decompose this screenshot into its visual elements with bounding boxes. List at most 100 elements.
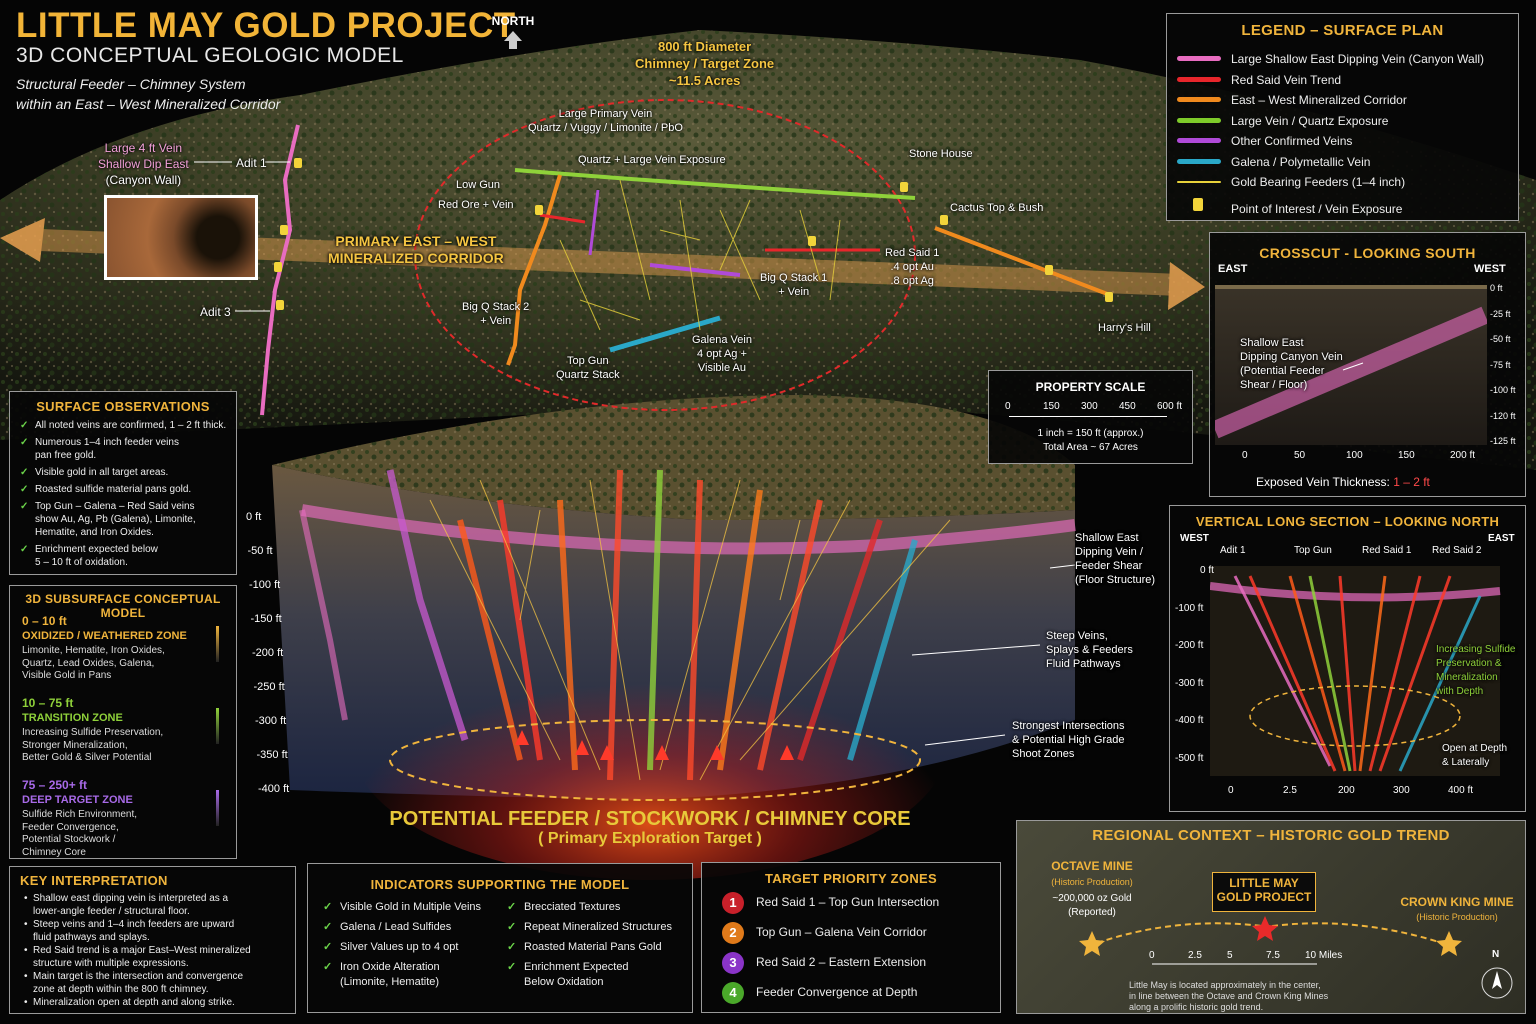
key-interp-line: lower-angle feeder / structural floor. <box>33 905 190 917</box>
shallow-vein-line: Dipping Vein / <box>1075 546 1143 558</box>
vein-4ft-line: Shallow Dip East <box>98 157 189 171</box>
regional-note-2: in line between the Octave and Crown Kin… <box>1129 991 1329 1001</box>
crown-king-label: CROWN KING MINE <box>1400 895 1514 909</box>
block-depth-tick: -250 ft <box>253 681 285 693</box>
poi-marker[interactable] <box>1105 292 1113 302</box>
galena-line: 4 opt Ag + <box>697 348 747 360</box>
poi-marker[interactable] <box>280 225 288 235</box>
check-icon: ✓ <box>507 921 517 933</box>
core-title: POTENTIAL FEEDER / STOCKWORK / CHIMNEY C… <box>389 808 911 830</box>
ls-top-label: Red Said 1 <box>1362 545 1412 556</box>
target-label: Top Gun – Galena Vein Corridor <box>756 925 927 940</box>
chimney-label-line: 800 ft Diameter <box>657 39 752 54</box>
poi-marker[interactable] <box>900 182 908 192</box>
little-may-star-icon <box>1252 916 1278 941</box>
zone-desc-line: Potential Stockwork / <box>22 834 116 845</box>
crosscut-figure <box>1215 285 1487 445</box>
legend-item-label: Red Said Vein Trend <box>1231 72 1342 87</box>
legend-item-label: Large Shallow East Dipping Vein (Canyon … <box>1231 52 1485 66</box>
long-section-panel: VERTICAL LONG SECTION – LOOKING NORTH WE… <box>1169 505 1526 812</box>
ls-top-label: Top Gun <box>1294 545 1332 556</box>
bullet-icon: • <box>24 893 28 904</box>
indicator-line: Repeat Mineralized Structures <box>524 921 672 933</box>
legend-swatch <box>1177 97 1221 102</box>
high-grade-ellipse <box>389 719 921 801</box>
regional-north: N <box>1492 949 1500 960</box>
zone-desc-line: Limonite, Hematite, Iron Oxides, <box>22 645 165 656</box>
check-icon: ✓ <box>20 484 29 495</box>
regional-title: REGIONAL CONTEXT – HISTORIC GOLD TREND <box>1092 827 1450 844</box>
galena-line: Galena Vein <box>692 334 752 346</box>
ls-top-label: Adit 1 <box>1220 545 1246 556</box>
legend-swatch <box>1177 158 1221 164</box>
canyon-photo[interactable] <box>104 195 258 280</box>
galena-label: Galena Vein 4 opt Ag + Visible Au <box>692 333 752 375</box>
quartz-vein <box>514 168 916 200</box>
indicator-item: ✓Brecciated Textures <box>507 900 620 915</box>
big-q1-line: Big Q Stack 1 <box>760 272 828 284</box>
ls-x-tick: 400 ft <box>1448 785 1474 796</box>
chimney-label-line: ~11.5 Acres <box>668 73 741 88</box>
top-gun-label: Top Gun Quartz Stack <box>556 354 620 382</box>
bullet-icon: • <box>24 945 28 956</box>
key-interp-line: Shallow east dipping vein is interpreted… <box>33 893 229 904</box>
subsurface-panel: 3D SUBSURFACE CONCEPTUAL MODEL 0 – 10 ft… <box>9 585 237 859</box>
surface-obs-line: pan free gold. <box>35 450 97 461</box>
indicator-item: ✓Galena / Lead Sulfides <box>323 920 451 935</box>
scale-tick: 0 <box>1005 401 1011 412</box>
octave-gold: ~200,000 oz Gold <box>1052 893 1132 904</box>
poi-marker[interactable] <box>535 205 543 215</box>
big-q2-line: Big Q Stack 2 <box>462 301 530 313</box>
zone-desc-line: Better Gold & Silver Potential <box>22 752 152 763</box>
north-arrow-icon <box>504 31 522 41</box>
legend-item-label: East – West Mineralized Corridor <box>1231 93 1407 107</box>
indicator-line: Visible Gold in Multiple Veins <box>340 901 482 913</box>
poi-marker[interactable] <box>940 215 948 225</box>
ls-note-a-line: Increasing Sulfide <box>1436 644 1516 655</box>
crosscut-depth-tick: -25 ft <box>1490 308 1511 319</box>
key-interp-panel: KEY INTERPRETATION •Shallow east dipping… <box>9 866 296 1014</box>
zone-range: 75 – 250+ ft <box>22 778 88 792</box>
ls-depth-tick: -400 ft <box>1175 715 1204 726</box>
poi-marker[interactable] <box>294 158 302 168</box>
ls-depth-tick: -500 ft <box>1175 752 1204 764</box>
octave-star-icon <box>1079 931 1105 956</box>
thickness-line: Exposed Vein Thickness: 1 – 2 ft <box>1256 475 1430 489</box>
strongest-line: Shoot Zones <box>1012 748 1075 760</box>
ls-x-tick: 200 <box>1338 785 1355 796</box>
poi-marker[interactable] <box>276 300 284 310</box>
surface-obs-line: Roasted sulfide material pans gold. <box>35 484 192 495</box>
legend-item-label: Point of Interest / Vein Exposure <box>1231 201 1403 216</box>
red-ore-label: Red Ore + Vein <box>438 199 514 211</box>
target-number-icon: 3 <box>722 952 744 974</box>
surface-obs-item: ✓Visible gold in all target areas. <box>20 466 168 479</box>
check-icon: ✓ <box>507 941 517 953</box>
target-number-icon: 4 <box>722 982 744 1004</box>
poi-marker[interactable] <box>274 262 282 272</box>
legend-item-label: Large Vein / Quartz Exposure <box>1231 113 1389 128</box>
page-subtitle: 3D CONCEPTUAL GEOLOGIC MODEL <box>16 44 404 67</box>
surface-obs-line: All noted veins are confirmed, 1 – 2 ft … <box>35 420 227 431</box>
ls-x-tick: 2.5 <box>1283 785 1297 796</box>
target-label: Red Said 1 – Top Gun Intersection <box>756 895 940 910</box>
page-title: LITTLE MAY GOLD PROJECT <box>16 6 516 45</box>
check-icon: ✓ <box>20 420 29 431</box>
key-interp-line: Mineralization open at depth and along s… <box>33 997 235 1008</box>
red-said1-label: Red Said 1 .4 opt Au .8 opt Ag <box>885 246 939 288</box>
vein-4ft-line: (Canyon Wall) <box>105 173 182 187</box>
corridor-label-line: MINERALIZED CORRIDOR <box>328 250 504 266</box>
crosscut-depth-tick: 0 ft <box>1490 283 1503 293</box>
poi-marker[interactable] <box>1045 265 1053 275</box>
indicator-line: Brecciated Textures <box>524 901 621 913</box>
key-interp-item: •Mineralization open at depth and along … <box>24 997 235 1010</box>
poi-marker[interactable] <box>808 236 816 246</box>
ls-depth-tick: -300 ft <box>1175 677 1204 689</box>
block-depth-tick: -300 ft <box>255 715 287 727</box>
zone-range: 0 – 10 ft <box>22 614 67 628</box>
ls-note-a-line: Mineralization <box>1436 672 1498 683</box>
block-depth-tick: -100 ft <box>249 579 281 591</box>
